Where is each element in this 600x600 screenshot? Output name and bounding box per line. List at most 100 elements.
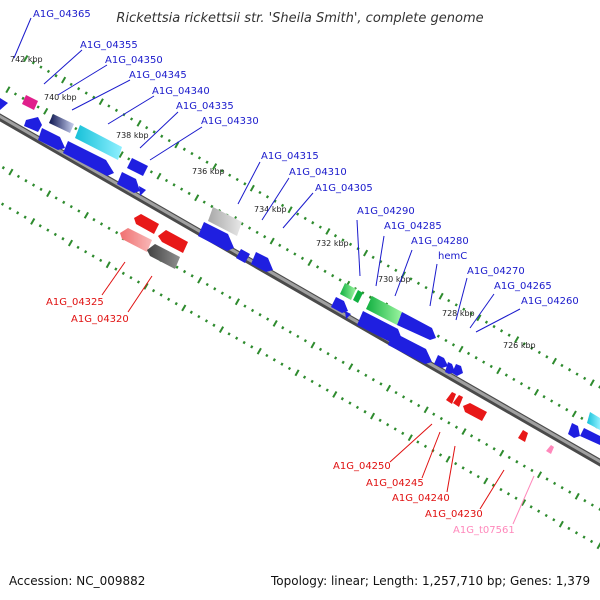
tick-mark	[92, 95, 96, 100]
cds-arrow[interactable]	[147, 244, 180, 269]
tick-mark	[242, 340, 246, 345]
cds-arrow[interactable]	[353, 290, 363, 303]
cds-arrow[interactable]	[22, 95, 38, 110]
cds-arrow[interactable]	[0, 98, 8, 110]
cds-arrow[interactable]	[580, 428, 600, 445]
cds-arrow[interactable]	[445, 362, 455, 374]
gene-label[interactable]: A1G_04310	[289, 167, 347, 178]
gene-label[interactable]: A1G_04350	[105, 55, 163, 66]
tick-mark	[287, 206, 293, 214]
tick-mark	[454, 425, 459, 429]
cds-arrow[interactable]	[198, 222, 234, 251]
cds-arrow[interactable]	[158, 230, 188, 253]
cds-arrow[interactable]	[208, 207, 242, 236]
tick-mark	[54, 74, 58, 78]
tick-mark	[436, 334, 440, 338]
gene-label[interactable]: A1G_04245	[366, 478, 424, 489]
gene-label[interactable]: A1G_04315	[261, 151, 319, 162]
tick-mark	[182, 269, 187, 274]
tick-mark	[409, 399, 413, 403]
tick-mark	[341, 360, 345, 365]
tick-mark	[512, 377, 516, 382]
gene-label[interactable]: A1G_04305	[315, 183, 373, 194]
tick-mark	[499, 449, 505, 457]
tick-mark	[294, 369, 300, 377]
tick-mark	[407, 434, 413, 442]
tick-mark	[331, 273, 335, 278]
tick-mark	[522, 342, 526, 346]
cds-arrow[interactable]	[139, 186, 146, 196]
gene-label[interactable]: A1G_04330	[201, 116, 259, 127]
cds-arrow[interactable]	[236, 249, 250, 263]
cds-arrow[interactable]	[49, 114, 74, 133]
tick-mark	[560, 486, 564, 490]
tick-mark	[447, 421, 451, 425]
gene-label[interactable]: A1G_04325	[46, 297, 104, 308]
cds-arrow[interactable]	[397, 312, 436, 340]
cds-arrow[interactable]	[568, 423, 580, 438]
gene-label[interactable]: A1G_04320	[71, 314, 129, 325]
tick-mark	[514, 336, 520, 343]
gene-label[interactable]: A1G_04355	[80, 40, 138, 51]
cds-arrow[interactable]	[24, 117, 42, 132]
gene-label[interactable]: A1G_04265	[494, 281, 552, 292]
gene-label[interactable]: A1G_04335	[176, 101, 234, 112]
tick-mark	[325, 388, 329, 392]
gene-label[interactable]: hemC	[438, 251, 467, 262]
tick-mark	[194, 194, 200, 202]
cds-arrow[interactable]	[345, 311, 351, 319]
gene-label[interactable]: A1G_04240	[392, 493, 450, 504]
gene-label[interactable]: A1G_04290	[357, 206, 415, 217]
cds-arrow[interactable]	[366, 296, 402, 325]
tick-mark	[77, 209, 81, 213]
cds-arrow[interactable]	[331, 297, 348, 313]
cds-arrow[interactable]	[518, 430, 528, 442]
cds-arrow[interactable]	[388, 332, 432, 364]
cds-arrow[interactable]	[127, 158, 148, 176]
cds-arrow[interactable]	[446, 392, 456, 404]
cds-arrow[interactable]	[120, 228, 152, 252]
tick-mark	[13, 92, 18, 96]
tick-mark	[575, 372, 579, 376]
gene-label[interactable]: A1G_04230	[425, 509, 483, 520]
gene-label[interactable]: A1G_04340	[152, 86, 210, 97]
tick-mark	[243, 182, 247, 186]
tick-mark	[43, 107, 49, 115]
gene-label[interactable]: A1G_04250	[333, 461, 391, 472]
gene-label[interactable]: A1G_04365	[33, 9, 91, 20]
gene-label[interactable]: A1G_04285	[384, 221, 442, 232]
tick-mark	[477, 438, 481, 442]
tick-mark	[8, 206, 12, 211]
cds-arrow[interactable]	[117, 172, 140, 193]
tick-mark	[506, 492, 511, 496]
tick-mark	[307, 259, 313, 267]
tick-mark	[454, 303, 458, 307]
tick-mark	[204, 319, 209, 323]
gene-label[interactable]: A1G_04260	[521, 296, 579, 307]
tick-mark	[318, 225, 322, 229]
tick-mark	[145, 125, 149, 130]
cds-arrow[interactable]	[453, 395, 463, 407]
cds-arrow[interactable]	[134, 214, 159, 234]
cds-arrow[interactable]	[463, 403, 487, 421]
cds-arrow[interactable]	[75, 125, 122, 160]
cds-arrow[interactable]	[63, 141, 114, 176]
tick-mark	[571, 410, 577, 418]
cds-arrow[interactable]	[452, 364, 463, 376]
gene-label[interactable]: A1G_04345	[129, 70, 187, 81]
cds-arrow[interactable]	[38, 128, 65, 150]
tick-mark	[363, 249, 369, 257]
gene-label[interactable]: A1G_04280	[411, 236, 469, 247]
cds-arrow[interactable]	[251, 252, 273, 272]
tick-mark	[235, 336, 239, 340]
cds-arrow[interactable]	[340, 283, 356, 300]
gene-label[interactable]: A1G_04270	[467, 266, 525, 277]
cds-arrow[interactable]	[434, 355, 448, 368]
trna-arrow[interactable]	[546, 445, 554, 454]
gene-label[interactable]: A1G_t07561	[453, 525, 515, 536]
tick-mark	[334, 356, 338, 360]
tick-mark	[249, 184, 255, 192]
tick-mark	[69, 82, 73, 87]
cds-arrow[interactable]	[587, 412, 600, 430]
